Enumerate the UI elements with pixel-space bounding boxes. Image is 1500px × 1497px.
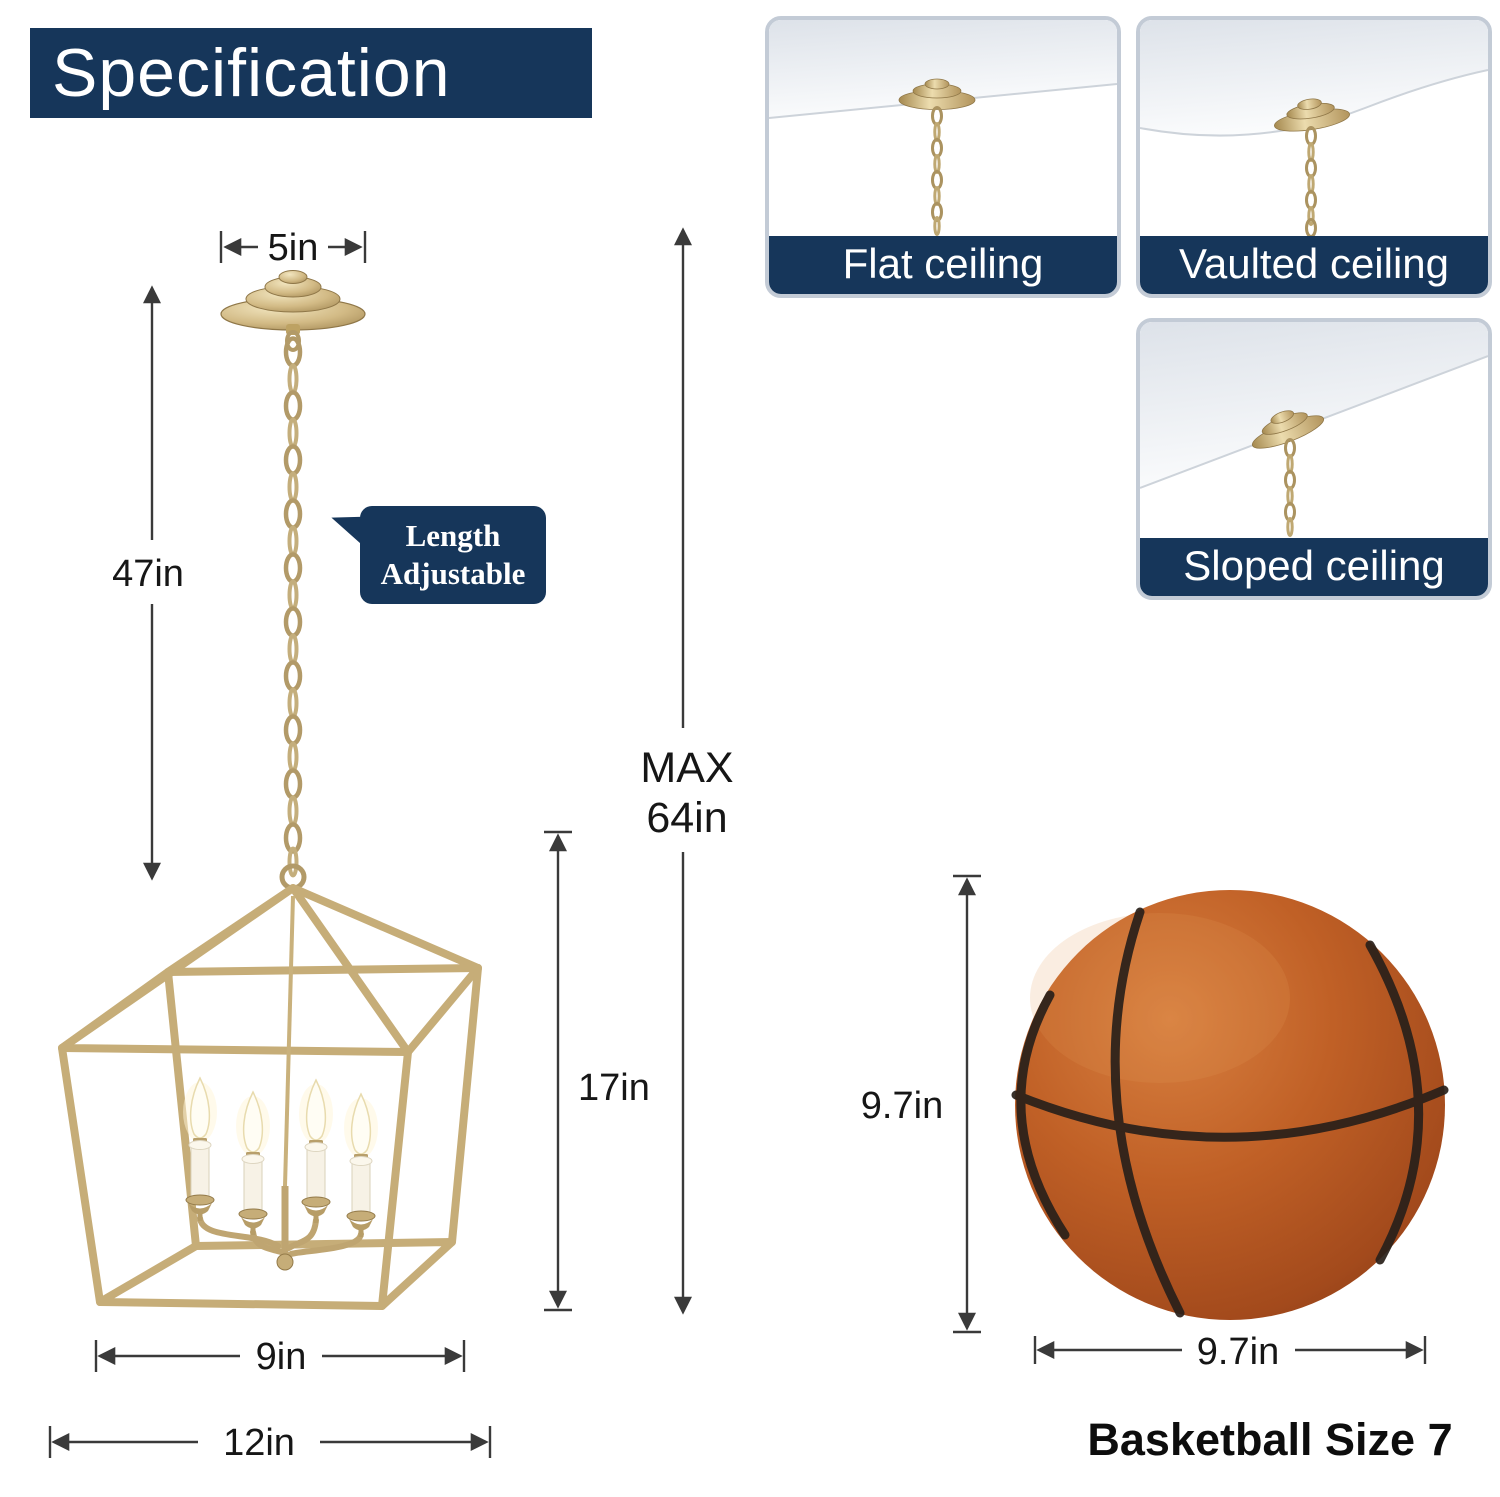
dim-chain-length: 47in (112, 285, 184, 881)
basketball-seams (1011, 907, 1449, 1318)
hanging-chain (286, 339, 300, 878)
candle-bulb (235, 1091, 271, 1236)
bottom-width-label: 9in (256, 1336, 307, 1378)
callout-line2: Adjustable (380, 556, 526, 591)
candle-cluster (182, 895, 379, 1271)
callout-line1: Length (405, 518, 501, 554)
max-height-label: MAX (640, 744, 733, 792)
dim-canopy-width: 5in (219, 227, 367, 269)
callout-tail (328, 511, 368, 547)
dim-ball-width: 9.7in (1033, 1331, 1427, 1373)
max-width-label: 12in (223, 1422, 295, 1464)
sloped-ceiling-image (1140, 322, 1488, 538)
dim-bottom-width: 9in (94, 1336, 466, 1378)
basketball-caption: Basketball Size 7 (1087, 1414, 1453, 1465)
ceiling-card-vaulted-label: Vaulted ceiling (1140, 236, 1488, 294)
lantern-cage (58, 884, 482, 1310)
ceiling-card-flat-label: Flat ceiling (769, 236, 1117, 294)
dim-ball-height: 9.7in (861, 874, 981, 1334)
max-height-value: 64in (646, 794, 727, 842)
ceiling-card-sloped: Sloped ceiling (1136, 318, 1492, 600)
basketball-image (1011, 890, 1449, 1320)
vaulted-ceiling-image (1140, 20, 1488, 236)
dim-max-width: 12in (48, 1422, 492, 1464)
ceiling-card-sloped-label: Sloped ceiling (1140, 538, 1488, 596)
ceiling-card-flat: Flat ceiling (765, 16, 1121, 298)
basketball-diagram: 9.7in 9.7in (861, 874, 1449, 1373)
chain-length-label: 47in (112, 553, 184, 595)
cage-height-label: 17in (578, 1067, 650, 1109)
candle-bulb (343, 1093, 379, 1238)
ceiling-card-vaulted: Vaulted ceiling (1136, 16, 1492, 298)
pendant-light-diagram: 5in (48, 227, 734, 1464)
ball-width-label: 9.7in (1197, 1331, 1279, 1373)
candle-bulb (298, 1079, 334, 1224)
length-adjustable-callout: Length Adjustable (328, 506, 546, 604)
ball-height-label: 9.7in (861, 1085, 943, 1127)
page-title: Specification (30, 28, 592, 118)
canopy-width-label: 5in (268, 227, 319, 269)
flat-ceiling-image (769, 20, 1117, 236)
dim-cage-height: 17in (544, 830, 650, 1312)
ceiling-canopy (220, 270, 366, 352)
dim-max-height: MAX 64in (640, 227, 734, 1315)
